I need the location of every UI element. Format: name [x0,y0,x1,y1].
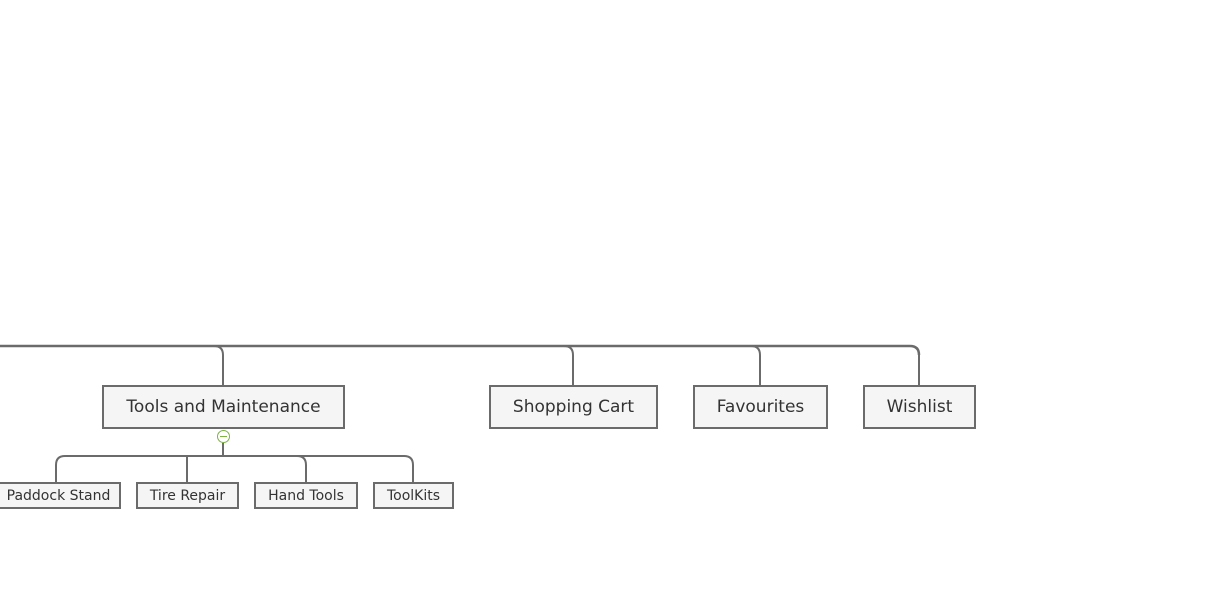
connector-cart [563,345,574,385]
subtopic-label: Hand Tools [268,487,344,504]
main-branch-line [0,344,921,356]
collapse-minus-icon[interactable] [217,430,230,443]
subtopic-tire-repair[interactable]: Tire Repair [136,482,239,509]
topic-wishlist[interactable]: Wishlist [863,385,976,429]
topic-favourites[interactable]: Favourites [693,385,828,429]
subtopic-paddock-stand[interactable]: Paddock Stand [0,482,121,509]
topic-label: Favourites [716,397,805,417]
subtopic-branch-line [55,455,414,482]
subtopic-label: ToolKits [386,487,441,504]
connector-tools [213,345,224,385]
topic-label: Wishlist [886,397,953,417]
topic-shopping-cart[interactable]: Shopping Cart [489,385,658,429]
topic-label: Shopping Cart [512,397,635,417]
subtopic-hand-tools[interactable]: Hand Tools [254,482,358,509]
topic-tools-and-maintenance[interactable]: Tools and Maintenance [102,385,345,429]
connector-hand-tools [296,455,307,482]
subtopic-label: Paddock Stand [6,487,111,504]
subtopic-toolkits[interactable]: ToolKits [373,482,454,509]
subtopic-label: Tire Repair [149,487,226,504]
topic-label: Tools and Maintenance [126,397,321,417]
connector-favourites [750,345,761,385]
